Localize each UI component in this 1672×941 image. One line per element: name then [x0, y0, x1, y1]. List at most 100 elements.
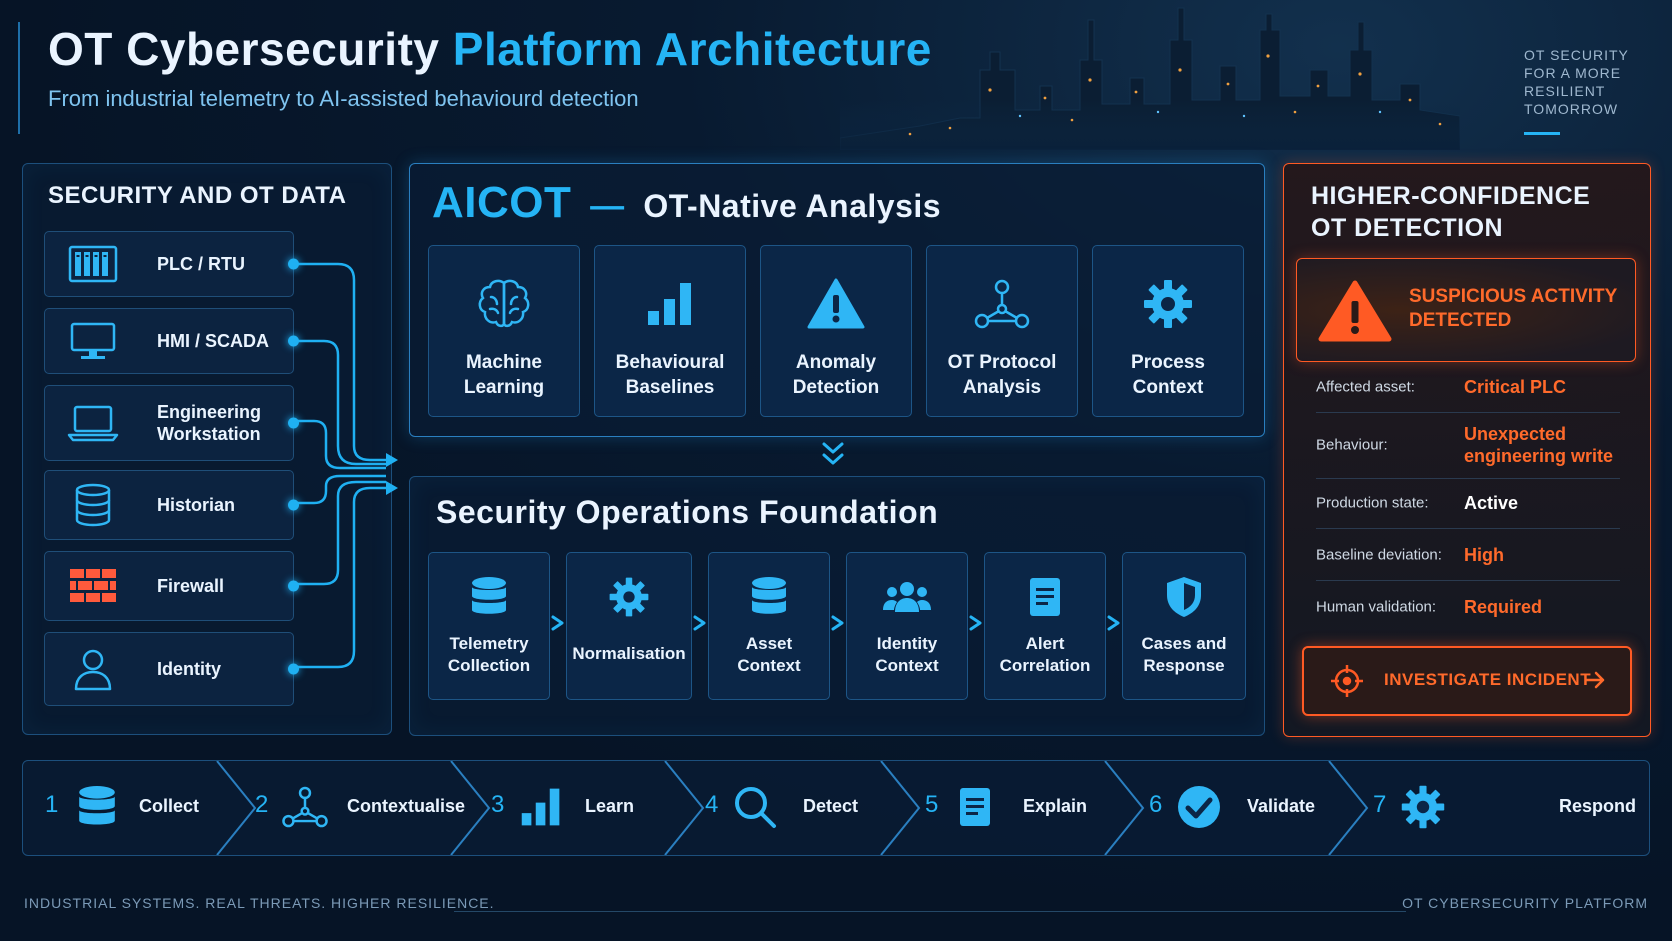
chevron-down-icon — [822, 442, 844, 465]
tagline-line: FOR A MORE — [1524, 65, 1622, 81]
flow-arrow-icon — [969, 615, 982, 631]
detection-title: HIGHER-CONFIDENCE OT DETECTION — [1311, 182, 1591, 242]
document-icon — [985, 573, 1105, 621]
card-label: Identity Context — [875, 634, 939, 675]
step-collect[interactable]: 1 Collect — [23, 761, 223, 855]
field-key: Behaviour: — [1316, 436, 1388, 454]
source-firewall[interactable]: Firewall — [44, 551, 299, 621]
field-key: Baseline deviation: — [1316, 546, 1442, 564]
source-historian[interactable]: Historian — [44, 470, 299, 540]
warning-icon — [1318, 280, 1392, 342]
step-number: 2 — [255, 791, 269, 818]
source-plc-rtu[interactable]: PLC / RTU — [44, 231, 299, 297]
card-label: OT Protocol Analysis — [947, 352, 1057, 398]
page-subtitle: From industrial telemetry to AI-assisted… — [48, 86, 639, 111]
field-value: High — [1464, 545, 1504, 565]
flow-arrow-icon — [1107, 615, 1120, 631]
card-label: Machine Learning — [463, 352, 545, 398]
check-circle-icon — [1175, 783, 1223, 831]
sof-card-alert-correlation[interactable]: Alert Correlation — [984, 552, 1106, 700]
card-label: Process Context — [1131, 352, 1205, 398]
step-detect[interactable]: 4 Detect — [705, 761, 895, 855]
field-value: Active — [1464, 493, 1519, 513]
step-number: 3 — [491, 791, 505, 818]
monitor-icon — [67, 319, 119, 363]
step-learn[interactable]: 3 Learn — [491, 761, 671, 855]
connector-dot — [288, 417, 299, 429]
field-key: Production state: — [1316, 494, 1429, 512]
field-value: Unexpected engineering write — [1464, 424, 1614, 466]
warning-icon — [761, 272, 911, 336]
step-number: 7 — [1373, 791, 1387, 818]
investigate-incident-button[interactable]: INVESTIGATE INCIDENT — [1302, 646, 1632, 716]
sof-card-normalisation[interactable]: Normalisation — [566, 552, 692, 700]
sof-card-identity-context[interactable]: Identity Context — [846, 552, 968, 700]
connector-dot — [288, 663, 299, 675]
crosshair-icon — [1331, 665, 1363, 697]
footer-right-text: OT CYBERSECURITY PLATFORM — [1402, 895, 1648, 911]
aicot-subtitle: OT-Native Analysis — [643, 188, 942, 224]
flow-arrow-icon — [693, 615, 706, 631]
users-icon — [847, 573, 967, 621]
network-nodes-icon — [927, 272, 1077, 336]
step-respond[interactable]: 7 Respond — [1373, 761, 1643, 855]
alert-text: SUSPICIOUS ACTIVITY DETECTED — [1409, 286, 1618, 331]
tagline-accent-bar — [1524, 132, 1560, 135]
source-label: Engineering Workstation — [157, 402, 262, 444]
sof-card-asset-context[interactable]: Asset Context — [708, 552, 830, 700]
source-label: HMI / SCADA — [157, 331, 269, 351]
database-icon — [67, 483, 119, 527]
aicot-card-behavioural-baselines[interactable]: Behavioural Baselines — [594, 245, 746, 417]
footer-left-text: INDUSTRIAL SYSTEMS. REAL THREATS. HIGHER… — [24, 895, 495, 911]
tagline-line: OT SECURITY — [1524, 47, 1629, 63]
aicot-brand: AICOT — [432, 178, 572, 227]
suspicious-activity-alert: SUSPICIOUS ACTIVITY DETECTED — [1296, 258, 1636, 362]
step-label: Validate — [1247, 796, 1316, 816]
aicot-card-anomaly-detection[interactable]: Anomaly Detection — [760, 245, 912, 417]
field-behaviour: Behaviour: Unexpected engineering write — [1316, 412, 1620, 479]
plc-rack-icon — [67, 242, 119, 286]
aicot-card-machine-learning[interactable]: Machine Learning — [428, 245, 580, 417]
source-identity[interactable]: Identity — [44, 632, 299, 706]
aicot-card-ot-protocol-analysis[interactable]: OT Protocol Analysis — [926, 245, 1078, 417]
sof-title: Security Operations Foundation — [436, 494, 939, 530]
connector-dot — [288, 580, 299, 592]
card-label: Cases and Response — [1141, 634, 1227, 675]
step-validate[interactable]: 6 Validate — [1149, 761, 1349, 855]
step-label: Learn — [585, 796, 635, 816]
aicot-card-process-context[interactable]: Process Context — [1092, 245, 1244, 417]
title-highlight: Platform Architecture — [452, 23, 932, 75]
database-icon — [73, 783, 121, 831]
step-label: Contextualise — [347, 796, 466, 816]
process-steps-bar: 1 Collect 2 Contextualise 3 Learn 4 Dete… — [22, 760, 1650, 856]
industrial-skyline-illustration — [840, 7, 1460, 150]
step-label: Detect — [803, 796, 859, 816]
field-production-state: Production state: Active — [1316, 478, 1620, 529]
connector-dot — [288, 499, 299, 511]
gear-icon — [1093, 272, 1243, 336]
step-number: 1 — [45, 791, 59, 818]
field-human-validation: Human validation: Required — [1316, 582, 1620, 632]
step-number: 4 — [705, 791, 719, 818]
source-label: PLC / RTU — [157, 254, 245, 274]
sof-card-cases-and-response[interactable]: Cases and Response — [1122, 552, 1246, 700]
field-key: Human validation: — [1316, 598, 1437, 616]
tagline: OT SECURITY FOR A MORE RESILIENT TOMORRO… — [1524, 46, 1644, 118]
card-label: Anomaly Detection — [792, 352, 880, 398]
document-icon — [951, 783, 999, 831]
button-label: INVESTIGATE INCIDENT — [1384, 670, 1592, 689]
tagline-line: RESILIENT — [1524, 83, 1606, 99]
laptop-icon — [67, 401, 119, 445]
bar-chart-icon — [517, 783, 565, 831]
flow-arrow-icon — [551, 615, 564, 631]
field-baseline-deviation: Baseline deviation: High — [1316, 530, 1620, 581]
sof-card-telemetry-collection[interactable]: Telemetry Collection — [428, 552, 550, 700]
step-contextualise[interactable]: 2 Contextualise — [255, 761, 465, 855]
tagline-line: TOMORROW — [1524, 101, 1619, 117]
search-icon — [731, 783, 779, 831]
card-label: Behavioural Baselines — [615, 352, 725, 398]
card-label: Asset Context — [737, 634, 801, 675]
source-engineering-workstation[interactable]: Engineering Workstation — [44, 385, 299, 461]
source-hmi-scada[interactable]: HMI / SCADA — [44, 308, 299, 374]
step-explain[interactable]: 5 Explain — [925, 761, 1125, 855]
